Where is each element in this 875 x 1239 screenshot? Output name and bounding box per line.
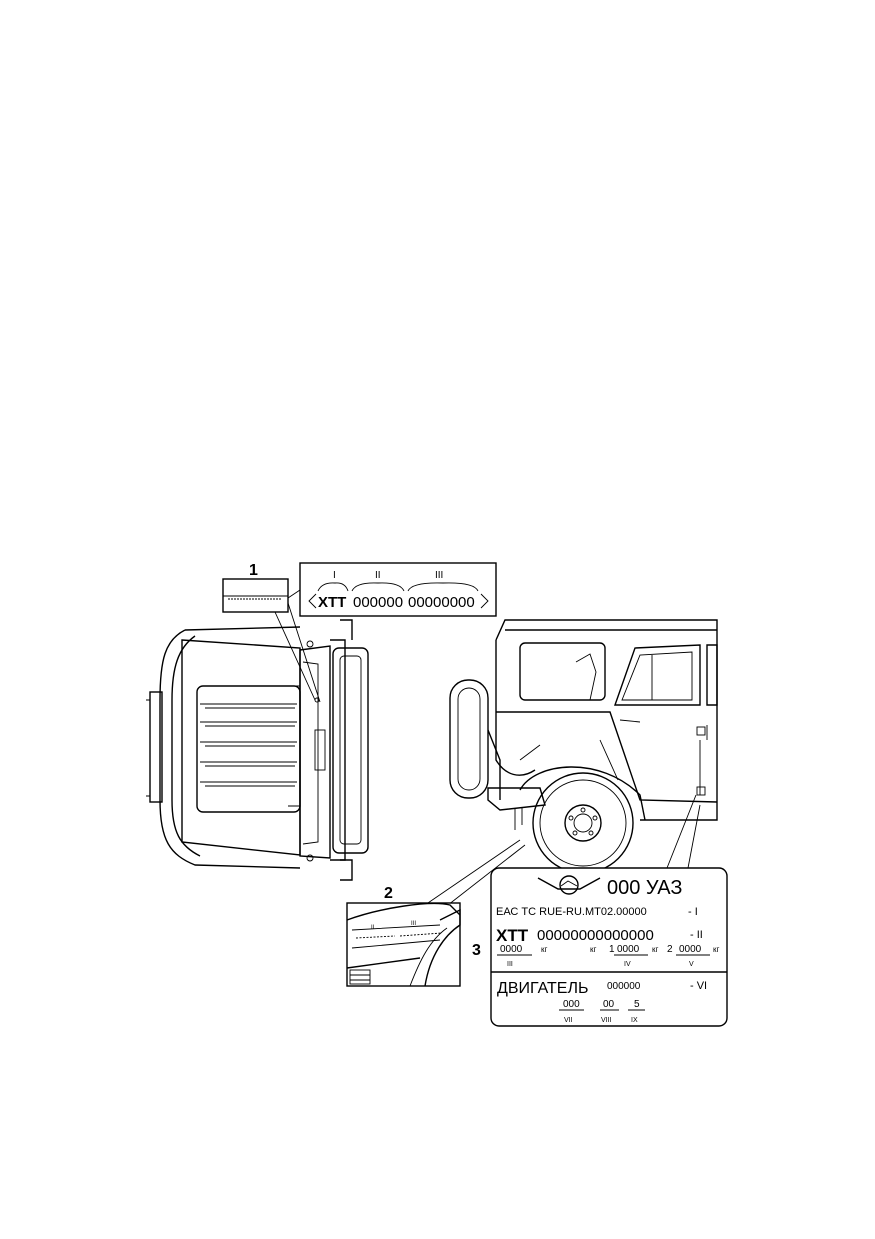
vin-part-2: 000000 — [353, 594, 403, 611]
plate-approval: ЕАС ТС RUE-RU.MT02.00000 — [496, 906, 647, 918]
plate-approval-tag: - I — [688, 906, 698, 918]
callout-2: 2 — [384, 885, 393, 902]
id-plate: 000 УАЗ ЕАС ТС RUE-RU.MT02.00000 - I XTT… — [490, 867, 728, 1027]
frame-roman-2: II — [371, 925, 375, 931]
plate-vin-prefix: XTT — [496, 926, 529, 945]
vin-tag-thumbnail — [222, 578, 289, 613]
frame-plate-detail: II III — [346, 902, 461, 987]
plate-roman-vii: VII — [564, 1017, 573, 1024]
vin-part-3: 00000000 — [408, 594, 475, 611]
vin-roman-3: III — [435, 570, 443, 581]
plate-v9: 5 — [634, 999, 640, 1010]
plate-axle2-value: 0000 — [679, 944, 702, 955]
plate-engine-num: 000000 — [607, 981, 641, 992]
leader-1 — [274, 589, 321, 703]
callout-3: 3 — [472, 942, 481, 959]
plate-mass-unit-2: кг — [590, 945, 597, 954]
vin-prefix: XTT — [318, 594, 346, 611]
plate-roman-iii: III — [507, 961, 513, 968]
plate-v8: 00 — [603, 999, 615, 1010]
plate-v7: 000 — [563, 999, 580, 1010]
plate-roman-viii: VIII — [601, 1017, 612, 1024]
leader-3 — [666, 794, 701, 869]
plate-axle-unit: кг — [652, 945, 659, 954]
plate-model: 000 УАЗ — [607, 877, 683, 899]
plate-mass-total: 0000 — [500, 944, 523, 955]
plate-vin-tag: - II — [690, 929, 703, 941]
callout-1: 1 — [249, 562, 258, 579]
plate-roman-ix: IX — [631, 1017, 638, 1024]
vehicle-side-view — [449, 619, 718, 874]
plate-axle2-label: 2 — [667, 944, 673, 955]
plate-axle2-unit: кг — [713, 945, 720, 954]
vin-roman-2: II — [375, 570, 381, 581]
frame-roman-3: III — [411, 921, 416, 927]
plate-roman-iv: IV — [624, 961, 631, 968]
plate-engine-label: ДВИГАТЕЛЬ — [497, 980, 588, 997]
leader-2 — [424, 839, 526, 906]
uaz-logo — [537, 875, 601, 895]
plate-engine-tag: - VI — [690, 980, 707, 992]
plate-axle1-label: 1 — [609, 944, 615, 955]
vehicle-top-view — [146, 619, 369, 881]
vin-roman-1: I — [333, 570, 336, 581]
plate-axle1-value: 0000 — [617, 944, 640, 955]
plate-vin-digits: 00000000000000 — [537, 927, 654, 944]
plate-mass-unit: кг — [541, 945, 548, 954]
vin-plate-detail: I II III XTT 000000 00000000 — [299, 562, 497, 617]
plate-roman-v: V — [689, 961, 694, 968]
